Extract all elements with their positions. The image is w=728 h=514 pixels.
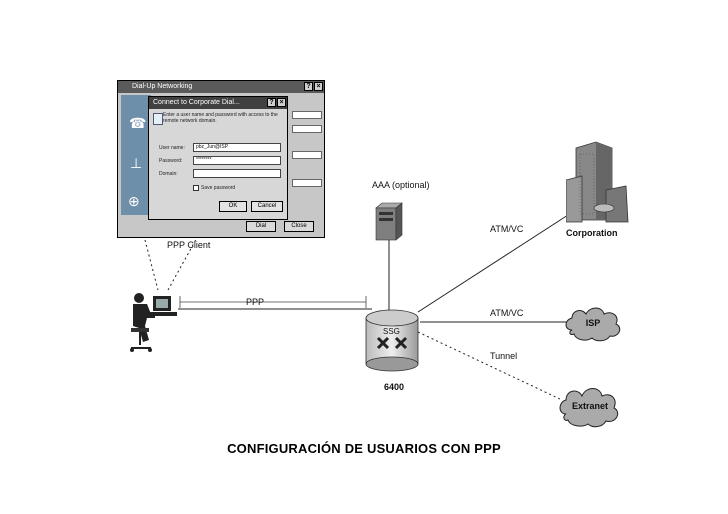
- corporation-label: Corporation: [566, 228, 618, 238]
- building-dome: [593, 203, 615, 213]
- help-icon[interactable]: ?: [267, 98, 276, 107]
- domain-label: Domain:: [159, 171, 178, 177]
- desk-shape: [147, 312, 177, 316]
- chair-seat: [131, 328, 149, 332]
- ppp-client-label: PPP Client: [167, 240, 211, 250]
- extranet-label: Extranet: [571, 401, 608, 411]
- globe-icon: ⊕: [128, 193, 140, 209]
- dialup-side-panel: ☎ ⊥ ⊕: [121, 95, 151, 215]
- ssg-router-icon: [365, 309, 419, 372]
- atm-vc-top-label: ATM/VC: [490, 224, 524, 234]
- person-head: [134, 293, 144, 303]
- help-icon[interactable]: ?: [304, 82, 313, 91]
- username-label: User name:: [159, 145, 185, 151]
- switch-arrows-mark: [376, 336, 408, 350]
- ppp-label: PPP: [246, 297, 265, 307]
- password-label: Password:: [159, 158, 183, 164]
- atm-vc-middle-label: ATM/VC: [490, 308, 524, 318]
- username-field[interactable]: pbz_Jun@ISP: [193, 143, 281, 152]
- save-password-checkbox[interactable]: [193, 185, 199, 191]
- building-right: [605, 185, 629, 223]
- tower-icon: ⊥: [130, 155, 143, 171]
- aaa-label: AAA (optional): [372, 180, 430, 190]
- client-to-window-dotted-line: [144, 239, 159, 291]
- dialup-field[interactable]: [292, 125, 322, 133]
- dialog-controls: ? ×: [267, 98, 286, 107]
- dialup-window-titlebar: Dial-Up Networking: [118, 81, 324, 93]
- cloud-shape: [559, 388, 619, 428]
- diagram-caption: CONFIGURACIÓN DE USUARIOS CON PPP: [227, 441, 501, 456]
- person-body: [133, 304, 155, 342]
- connect-dialog: Connect to Corporate Dial... ? × Enter a…: [148, 96, 288, 220]
- ssg-label: SSG: [383, 327, 400, 336]
- chair-wheel: [148, 348, 152, 352]
- domain-field[interactable]: [193, 169, 281, 178]
- phone-icon: ☎: [129, 115, 147, 131]
- dialup-field[interactable]: [292, 151, 322, 159]
- isp-cloud-icon: [565, 307, 621, 342]
- cancel-button[interactable]: Cancel: [251, 201, 283, 212]
- aaa-server-icon: [375, 202, 403, 241]
- building-windows: [579, 153, 595, 215]
- extranet-cloud-icon: [559, 388, 619, 428]
- ppp-client-user-icon: [130, 293, 177, 352]
- tunnel-label: Tunnel: [490, 351, 518, 361]
- router-top: [365, 309, 419, 327]
- atm-vc-corporation-line: [417, 214, 569, 313]
- isp-label: ISP: [585, 318, 601, 328]
- close-icon[interactable]: ×: [314, 82, 323, 91]
- password-field[interactable]: ********: [193, 156, 281, 165]
- window-controls: ? ×: [304, 82, 323, 91]
- computer-icon: [153, 113, 163, 125]
- router-bottom: [365, 356, 419, 372]
- server-slot: [379, 212, 393, 215]
- close-icon[interactable]: ×: [277, 98, 286, 107]
- dialog-description: Enter a user name and password with acce…: [163, 112, 278, 124]
- server-side: [395, 202, 403, 241]
- ok-button[interactable]: OK: [219, 201, 247, 212]
- close-button[interactable]: Close: [284, 221, 314, 232]
- model-label: 6400: [384, 382, 405, 392]
- tunnel-extranet-line: [417, 331, 563, 401]
- connect-dialog-titlebar: Connect to Corporate Dial...: [149, 97, 287, 109]
- server-slot: [379, 218, 393, 221]
- chair-wheel: [130, 348, 134, 352]
- corporation-building-icon: [566, 141, 629, 223]
- dialup-field[interactable]: [292, 111, 322, 119]
- save-password-label: Save password: [201, 185, 236, 191]
- cloud-shape: [565, 307, 621, 342]
- monitor-screen: [156, 299, 168, 308]
- dial-button[interactable]: Dial: [246, 221, 276, 232]
- dialup-dropdown[interactable]: [292, 179, 322, 187]
- building-low: [566, 175, 583, 223]
